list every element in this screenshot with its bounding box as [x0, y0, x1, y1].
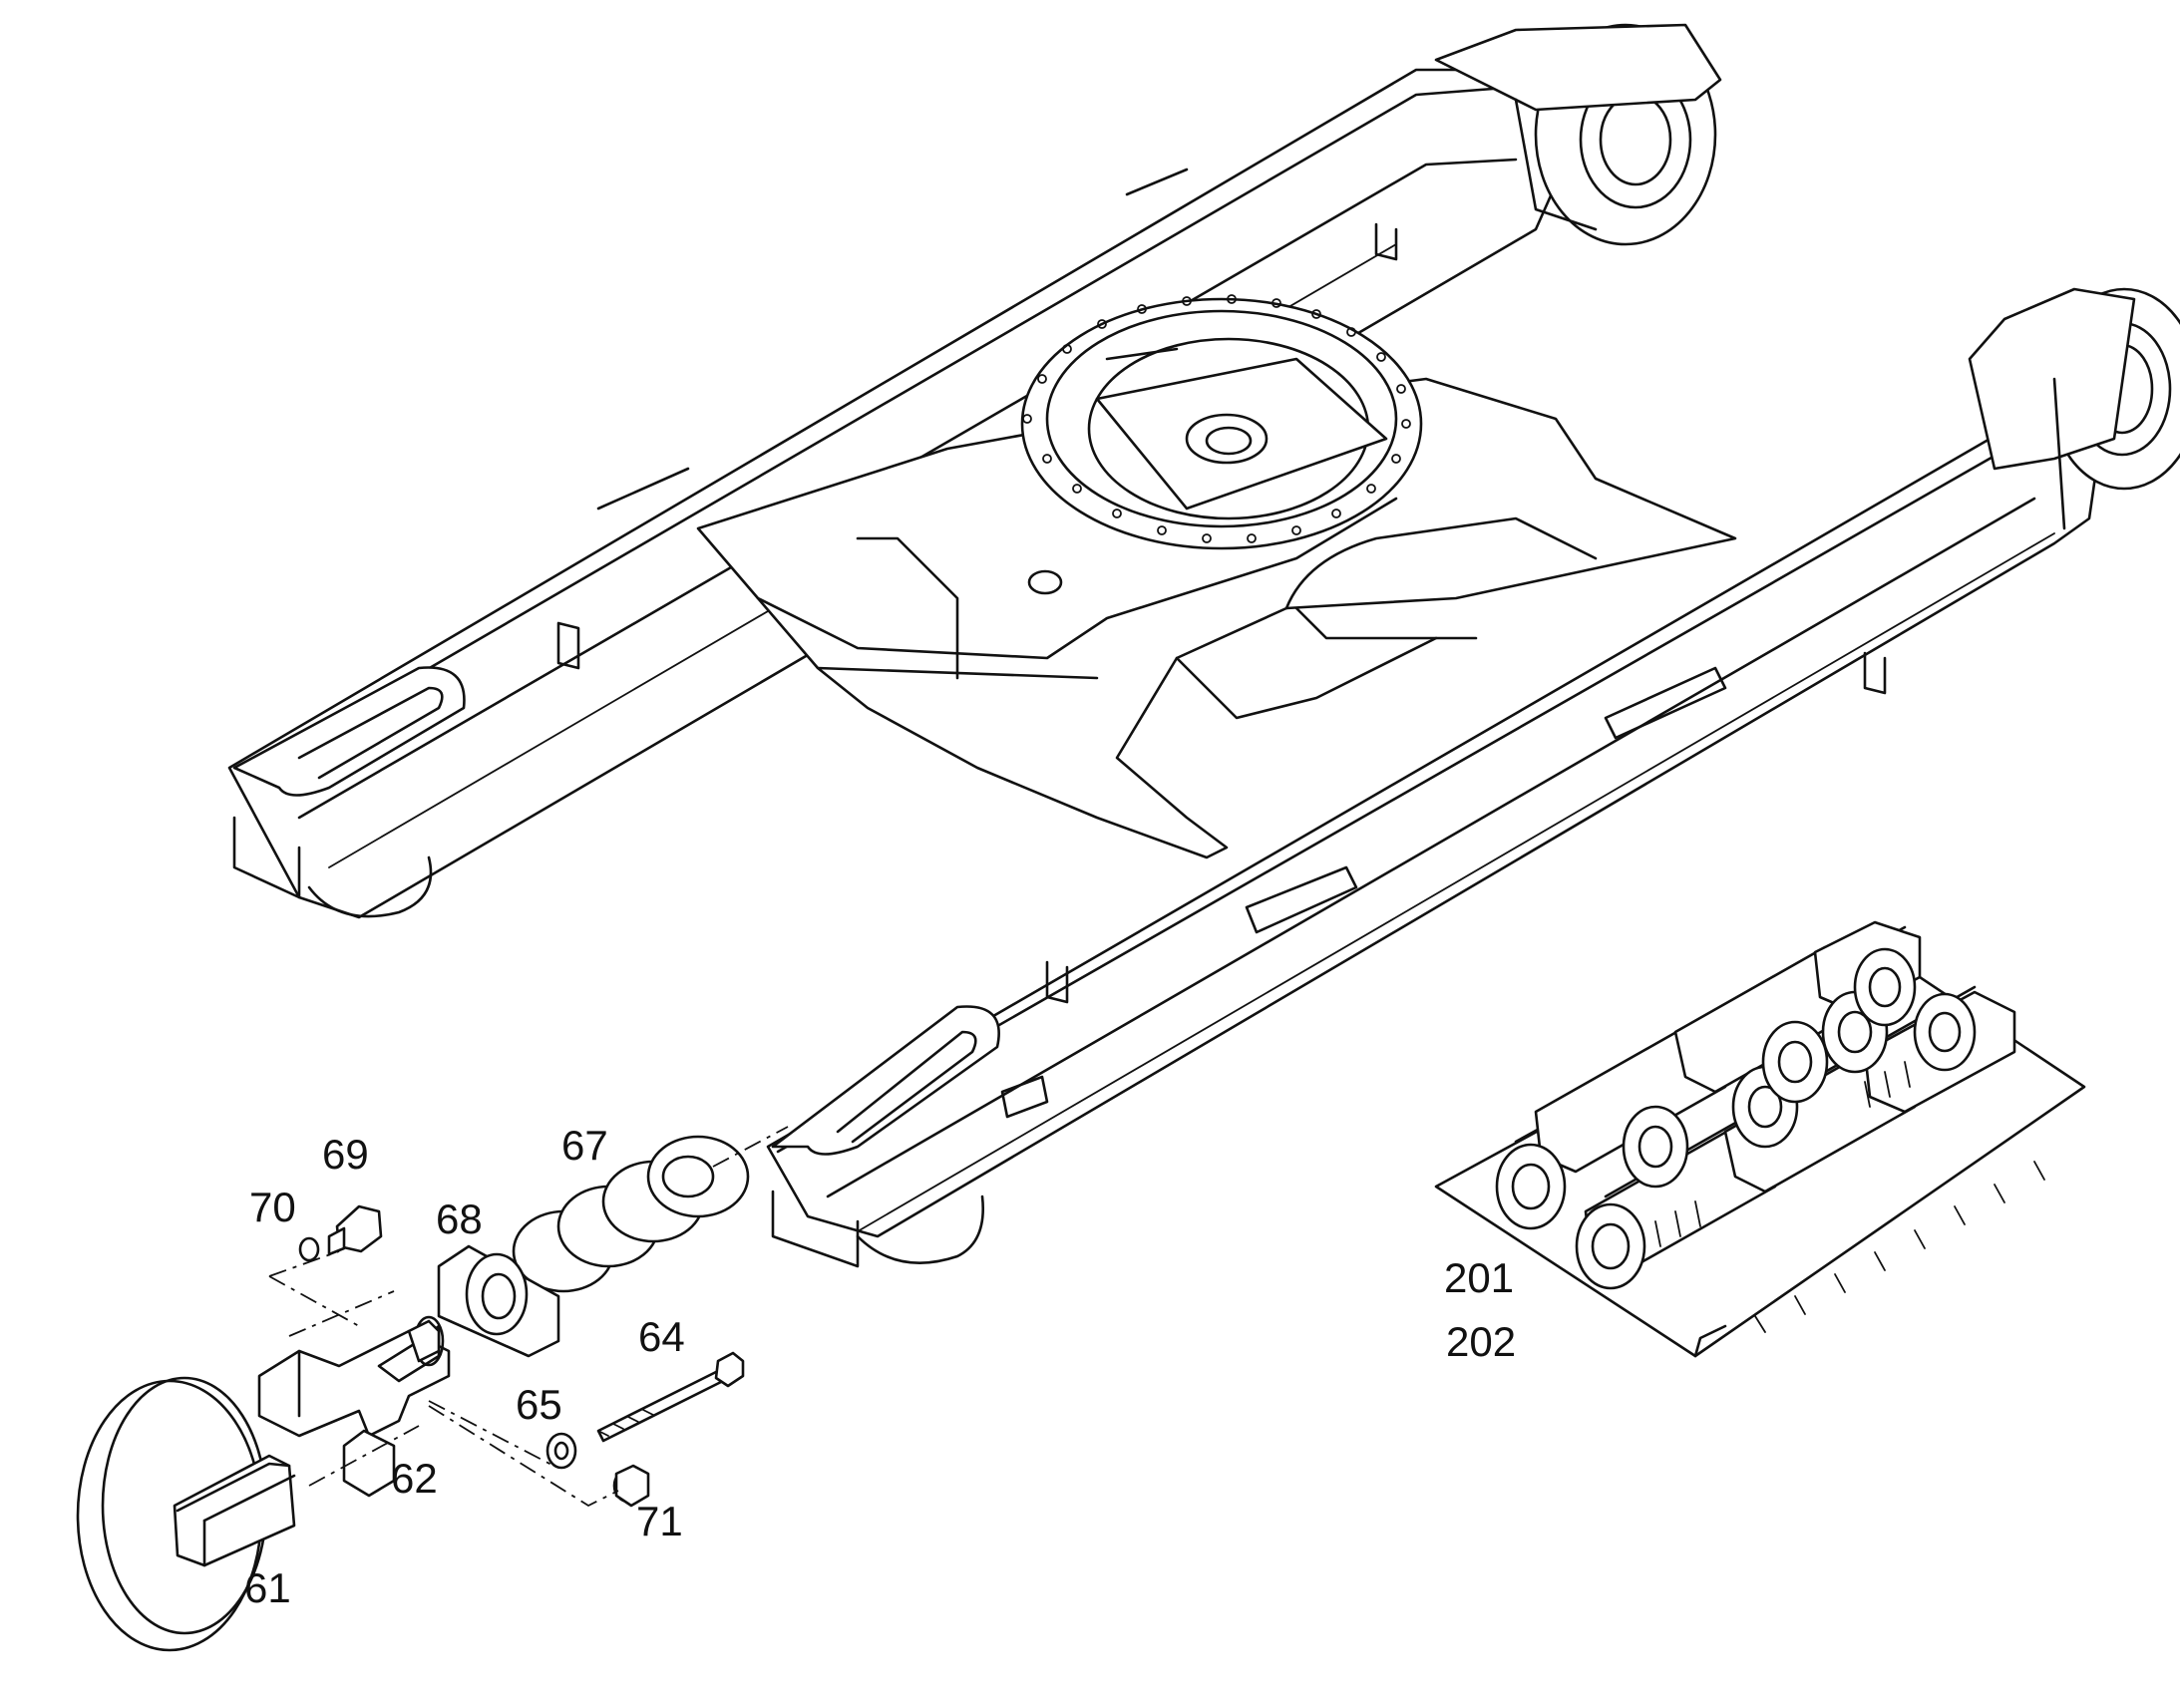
callout-68: 68 — [436, 1196, 483, 1242]
spring-seat-68 — [437, 1244, 560, 1358]
bolt-64 — [596, 1351, 745, 1443]
bolt-circle — [1022, 294, 1411, 543]
track-chain-assembly — [1434, 920, 2086, 1358]
callout-61: 61 — [244, 1564, 291, 1611]
recoil-spring-67 — [512, 1135, 750, 1293]
track-frame — [227, 23, 2180, 1268]
callout-71: 71 — [636, 1498, 683, 1544]
callout-62: 62 — [391, 1455, 438, 1502]
callout-69: 69 — [322, 1131, 369, 1178]
idler-wheel-61 — [76, 1376, 296, 1652]
callout-201: 201 — [1444, 1254, 1514, 1301]
callout-67: 67 — [561, 1122, 608, 1169]
idler-yoke-62 — [257, 1315, 451, 1498]
callout-64: 64 — [638, 1313, 685, 1360]
callout-70: 70 — [249, 1184, 296, 1230]
grease-valve-69 — [327, 1204, 383, 1256]
leader-lines — [268, 1126, 789, 1508]
callouts: 61 62 64 65 67 68 69 70 71 201 202 — [244, 1122, 1516, 1611]
washer-65 — [545, 1432, 577, 1470]
plug-71 — [612, 1464, 650, 1508]
callout-202: 202 — [1446, 1318, 1516, 1365]
o-ring-70 — [298, 1236, 320, 1262]
callout-65: 65 — [516, 1381, 562, 1428]
